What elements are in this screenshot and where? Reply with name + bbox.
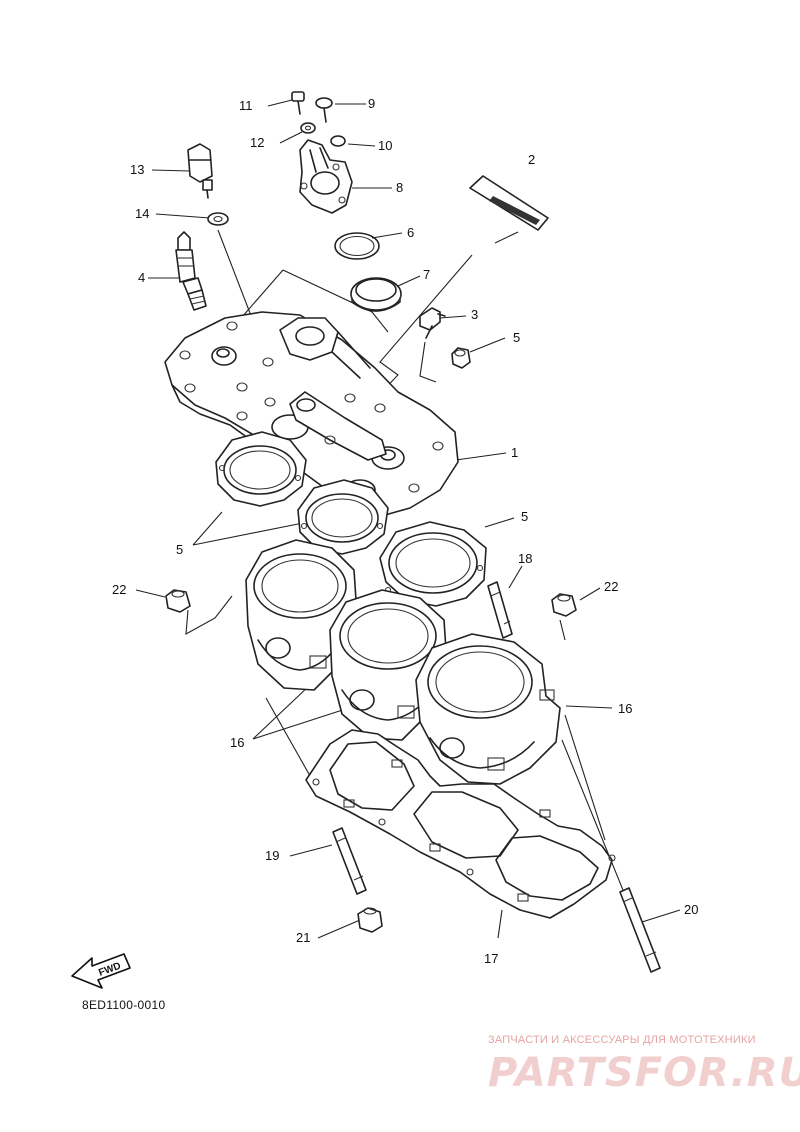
part-4-spark-plug [175, 231, 207, 311]
callout-8: 7 [423, 267, 431, 282]
callout-13: 12 [250, 135, 265, 150]
part-22-cap-nut-right [551, 593, 577, 617]
callout-5-left: 5 [176, 542, 184, 557]
callout-6: 5 [513, 330, 521, 345]
part-21-cap-nut [357, 907, 383, 933]
callout-1: 1 [511, 445, 519, 460]
part-20-stud [619, 887, 661, 973]
part-1-cylinder-head [164, 311, 459, 516]
part-12-bolt [291, 91, 305, 115]
part-9-thermostat-cover [299, 139, 353, 214]
callout-19: 19 [265, 848, 280, 863]
part-6-cap-nut [451, 347, 471, 369]
part-11-nut [330, 135, 346, 147]
fwd-arrow-icon: FWD [71, 953, 131, 989]
callout-15: 14 [135, 206, 150, 221]
part-15-washer [207, 212, 229, 226]
watermark-caption: ЗАПЧАСТИ И АКСЕССУАРЫ ДЛЯ МОТОТЕХНИКИ [488, 1034, 756, 1046]
callout-4: 4 [138, 270, 146, 285]
callout-16-left: 16 [230, 735, 245, 750]
part-2-label [469, 175, 549, 231]
callout-18: 18 [518, 551, 533, 566]
part-18-stud [487, 581, 513, 639]
part-17-base-gasket [305, 729, 616, 919]
callout-7: 6 [407, 225, 415, 240]
callout-3: 3 [471, 307, 479, 322]
callout-5-right: 5 [521, 509, 529, 524]
callout-14: 13 [130, 162, 145, 177]
part-3-hose-fitting [419, 307, 446, 339]
watermark-logo: PARTSFOR.RU [488, 1050, 800, 1096]
callout-12: 11 [239, 98, 253, 113]
part-22-cap-nut-left [165, 589, 191, 613]
part-16-cylinders [245, 539, 561, 785]
callout-21: 21 [296, 930, 311, 945]
part-14-temp-sensor [187, 143, 213, 199]
part-19-stud [332, 827, 367, 895]
callout-22-right: 22 [604, 579, 619, 594]
callout-11: 10 [378, 138, 393, 153]
part-8-seal [350, 277, 402, 312]
part-5-head-gaskets [215, 431, 487, 607]
callout-2: 2 [528, 152, 536, 167]
callout-9: 8 [396, 180, 404, 195]
callout-17: 17 [484, 951, 499, 966]
part-10-bolt [315, 97, 333, 123]
callout-10: 9 [368, 96, 376, 111]
watermark-logo-text: PARTSFOR.RU [488, 1050, 800, 1096]
drawing-code: 8ED1100-0010 [82, 998, 166, 1012]
part-13-washer [300, 122, 316, 134]
callout-20: 20 [684, 902, 699, 917]
callout-16-right: 16 [618, 701, 633, 716]
callout-22-left: 22 [112, 582, 127, 597]
part-7-o-ring [334, 232, 380, 260]
